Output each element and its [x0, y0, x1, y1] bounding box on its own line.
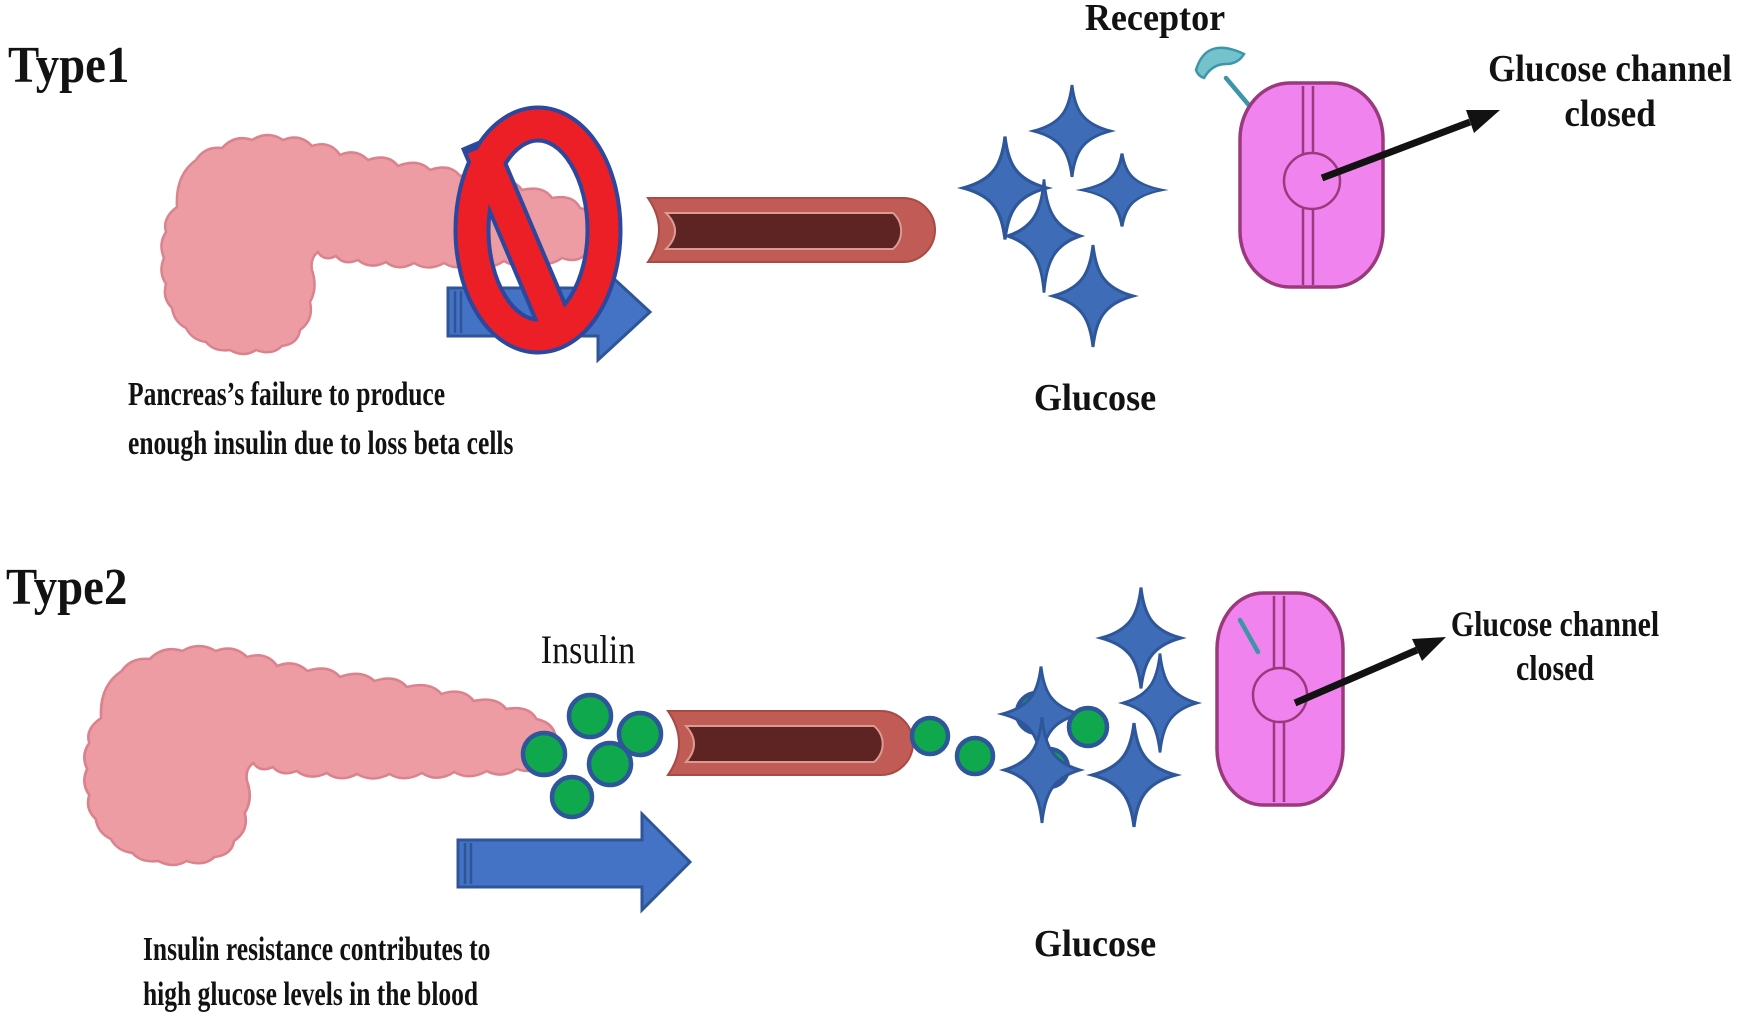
- type1-caption: Pancreas’s failure to produce enough ins…: [128, 370, 513, 468]
- type1-channel-note: Glucose channel closed: [1472, 47, 1748, 137]
- receptor-icon: [1194, 46, 1246, 80]
- insulin-molecule-icon: [520, 730, 568, 778]
- insulin-cluster-near-pancreas: [520, 692, 664, 820]
- glucose-molecule-icon: [1032, 83, 1112, 179]
- channel-pore-type1: [1282, 151, 1342, 211]
- insulin-label: Insulin: [540, 627, 636, 672]
- secretion-arrow-type2: [456, 810, 693, 914]
- pointer-head-type2: [1412, 637, 1446, 661]
- insulin-molecule-icon: [566, 692, 614, 740]
- type2-channel-note-line2: closed: [1515, 648, 1595, 688]
- type1-channel-note-line2: closed: [1564, 93, 1656, 135]
- glucose-molecule-icon: [1099, 585, 1183, 691]
- insulin-molecule-icon: [549, 774, 595, 820]
- type2-glucose-label: Glucose: [1033, 923, 1157, 965]
- type1-channel-note-line1: Glucose channel: [1488, 48, 1732, 90]
- type2-caption-line1: Insulin resistance contributes to: [143, 931, 491, 968]
- type1-scene: [160, 46, 1500, 364]
- type2-scene: [82, 585, 1446, 914]
- channel-pore-type2: [1251, 666, 1309, 724]
- insulin-molecule-icon: [1066, 705, 1110, 749]
- type1-title: Type1: [8, 37, 130, 94]
- arrow-tail-detail-type2: [463, 843, 473, 884]
- cell-type2: [1215, 591, 1345, 807]
- insulin-molecule-icon: [586, 740, 634, 788]
- type1-caption-line2: enough insulin due to loss beta cells: [128, 425, 514, 462]
- insulin-molecule-icon: [616, 710, 664, 758]
- type2-title: Type2: [6, 559, 128, 616]
- type1-caption-line1: Pancreas’s failure to produce: [128, 376, 446, 413]
- type2-channel-note: Glucose channel closed: [1439, 602, 1671, 690]
- type2-caption: Insulin resistance contributes to high g…: [143, 927, 490, 1017]
- pancreas-type2: [82, 644, 559, 867]
- insulin-molecule-icon: [954, 735, 996, 777]
- type1-glucose-label: Glucose: [1033, 377, 1157, 419]
- prohibition-ring: [457, 109, 619, 351]
- blood-vessel-lumen-type1: [663, 212, 903, 250]
- pointer-shaft-type2: [1293, 646, 1419, 707]
- pointer-arrow-type2: [1293, 637, 1446, 707]
- glucose-molecule-icon: [1079, 151, 1165, 229]
- prohibition-bar: [467, 142, 569, 329]
- insulin-glucose-mix-near-cell: [909, 585, 1199, 829]
- pointer-arrow-type1: [1320, 110, 1500, 182]
- blood-vessel-lumen-type2: [683, 725, 884, 763]
- glucose-molecule-icon: [1051, 243, 1135, 349]
- glucose-cluster-type1: [961, 83, 1165, 349]
- type2-channel-note-line1: Glucose channel: [1450, 604, 1660, 644]
- type2-caption-line2: high glucose levels in the blood: [143, 976, 479, 1013]
- insulin-molecule-icon: [909, 715, 951, 757]
- arrow-tail-detail-type1: [453, 291, 463, 333]
- cell-type1: [1238, 81, 1385, 289]
- receptor-label: Receptor: [1084, 0, 1226, 39]
- no-insulin-prohibition-sign: [453, 105, 623, 355]
- receptor-stalk-remnant: [1237, 617, 1261, 655]
- pointer-head-type1: [1466, 110, 1500, 133]
- pointer-shaft-type1: [1320, 118, 1472, 182]
